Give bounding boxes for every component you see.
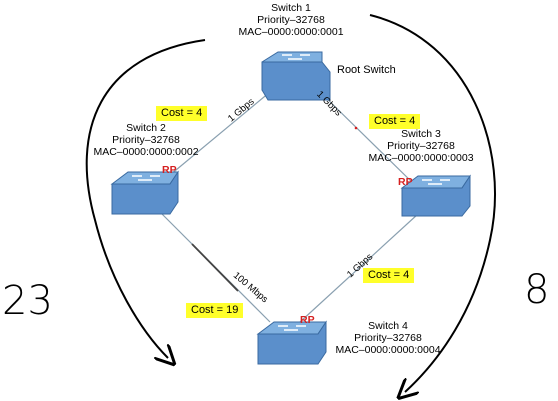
switch-1-icon <box>261 51 331 101</box>
switch-1-mac: MAC–0000:0000:0001 <box>238 26 344 38</box>
link-s2-s4-overlay <box>191 243 239 292</box>
link-s1-s3 <box>319 91 419 189</box>
switch-4-name: Switch 4 <box>368 320 408 332</box>
cost-label-s1-s3: Cost = 4 <box>369 114 421 129</box>
switch-2-name: Switch 2 <box>126 122 166 134</box>
cost-label-s3-s4: Cost = 4 <box>363 268 415 283</box>
rp-marker-switch-2: RP <box>162 164 177 176</box>
cost-label-s1-s2: Cost = 4 <box>156 106 208 121</box>
switch-3-mac: MAC–0000:0000:0003 <box>368 152 474 164</box>
switch-2-icon <box>110 170 179 215</box>
left-curved-arrow <box>85 39 206 358</box>
cost-label-s2-s4: Cost = 19 <box>186 303 244 318</box>
handwritten-number-left: 23 <box>2 278 53 324</box>
switch-2-priority: Priority–32768 <box>112 134 180 146</box>
switch-3-priority: Priority–32768 <box>387 140 455 152</box>
switch-2-mac: MAC–0000:0000:0002 <box>93 146 199 158</box>
switch-4-priority: Priority–32768 <box>354 332 422 344</box>
link-s1-s2 <box>169 91 271 176</box>
switch-1-name: Switch 1 <box>271 2 311 14</box>
rp-marker-switch-3: RP <box>398 176 413 188</box>
link-marker <box>354 126 358 130</box>
rp-marker-switch-4: RP <box>300 314 315 326</box>
switch-1-label: Switch 1 Priority–32768 MAC–0000:0000:00… <box>231 2 351 38</box>
switch-3-label: Switch 3 Priority–32768 MAC–0000:0000:00… <box>361 128 481 164</box>
handwritten-number-right: 8 <box>524 267 550 313</box>
switch-3-icon <box>400 174 471 217</box>
switch-4-icon <box>256 320 327 365</box>
switch-1-priority: Priority–32768 <box>257 14 325 26</box>
switch-4-mac: MAC–0000:0000:0004 <box>335 344 441 356</box>
link-s3-s4 <box>299 213 419 323</box>
right-curved-arrow <box>369 14 496 392</box>
switch-3-name: Switch 3 <box>401 128 441 140</box>
switch-4-label: Switch 4 Priority–32768 MAC–0000:0000:00… <box>328 320 448 356</box>
switch-2-label: Switch 2 Priority–32768 MAC–0000:0000:00… <box>86 122 206 158</box>
root-switch-label: Root Switch <box>337 64 396 76</box>
